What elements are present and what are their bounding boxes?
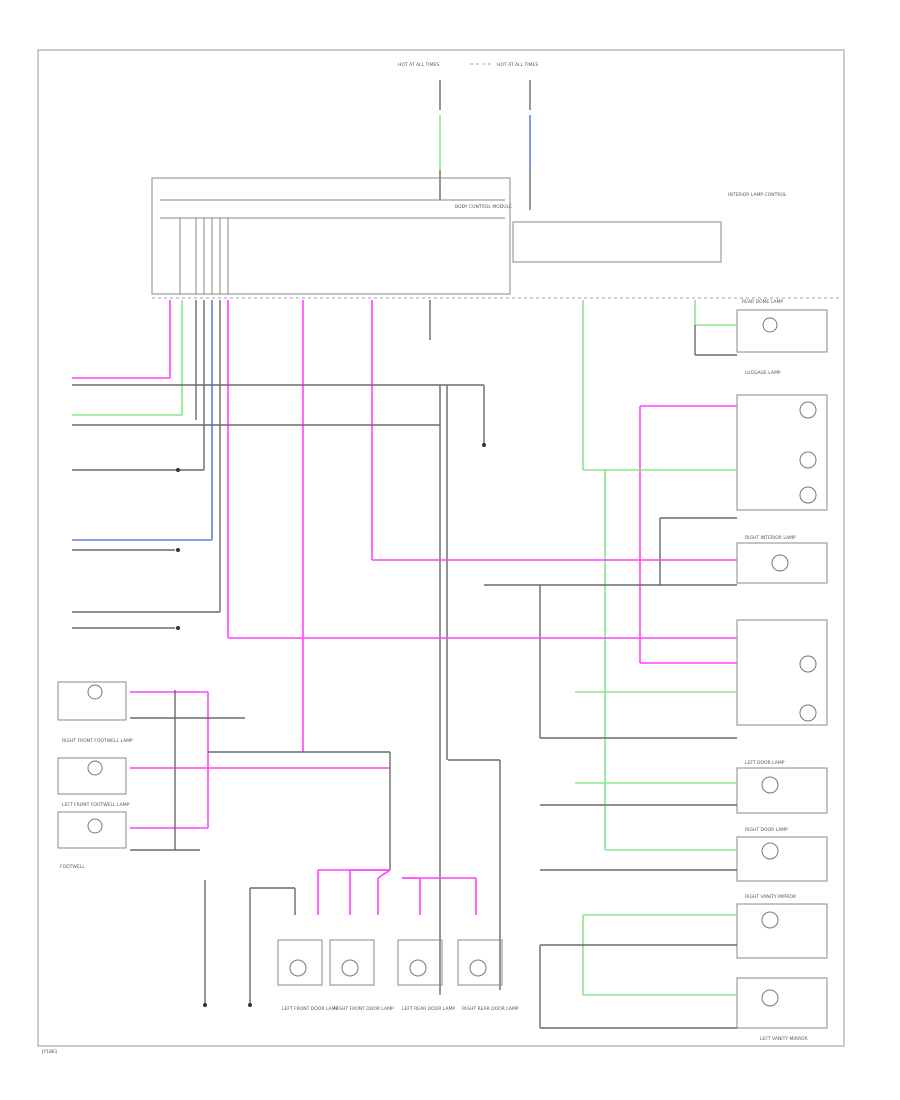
left-vanity-mirror-label: LEFT VANITY MIRROR xyxy=(760,1036,808,1042)
control-module: BODY CONTROL MODULE xyxy=(151,177,512,295)
rear-dome-lamp-label: REAR DOME LAMP xyxy=(742,299,783,305)
left-switches xyxy=(72,377,484,630)
right-side-wiring xyxy=(228,405,737,1029)
interior-lamp-control: INTERIOR LAMP CONTROL xyxy=(512,192,787,263)
top-fuse-right-label: HOT AT ALL TIMES xyxy=(497,62,538,68)
top-fuse-left-label: HOT AT ALL TIMES xyxy=(398,62,439,68)
right-interior-lamp-label: RIGHT INTERIOR LAMP xyxy=(745,535,796,541)
right-door-lamp-label: RIGHT DOOR LAMP xyxy=(745,827,788,833)
left-door-lamp-label: LEFT DOOR LAMP xyxy=(745,760,785,766)
right-front-footwell-label: RIGHT FRONT FOOTWELL LAMP xyxy=(62,738,133,744)
right-rear-door-label: RIGHT REAR DOOR LAMP xyxy=(462,1006,519,1012)
corner-code: JY1861 xyxy=(41,1049,58,1055)
harness-wires xyxy=(169,300,696,752)
luggage-lamp-label: LUGGAGE LAMP xyxy=(745,370,781,376)
left-front-door-label: LEFT FRONT DOOR LAMP xyxy=(282,1006,339,1012)
footwell-lamps: RIGHT FRONT FOOTWELL LAMP LEFT FRONT FOO… xyxy=(57,681,391,870)
left-front-footwell-label: LEFT FRONT FOOTWELL LAMP xyxy=(62,802,130,808)
left-rear-door-label: LEFT REAR DOOR LAMP xyxy=(402,1006,455,1012)
right-vanity-mirror-label: RIGHT VANITY MIRROR xyxy=(745,894,796,900)
door-lamps: LEFT FRONT DOOR LAMP RIGHT FRONT DOOR LA… xyxy=(203,869,519,1012)
right-front-door-label: RIGHT FRONT DOOR LAMP xyxy=(334,1006,394,1012)
footwell-label: FOOTWELL xyxy=(60,864,85,870)
control-module-label: BODY CONTROL MODULE xyxy=(455,204,512,210)
interior-lamp-control-label: INTERIOR LAMP CONTROL xyxy=(728,192,787,198)
right-side-lamps: REAR DOME LAMP LUGGAGE LAMP RIGHT INTERI… xyxy=(694,299,828,1042)
diagram-frame xyxy=(37,49,845,1047)
center-buses xyxy=(439,385,501,995)
